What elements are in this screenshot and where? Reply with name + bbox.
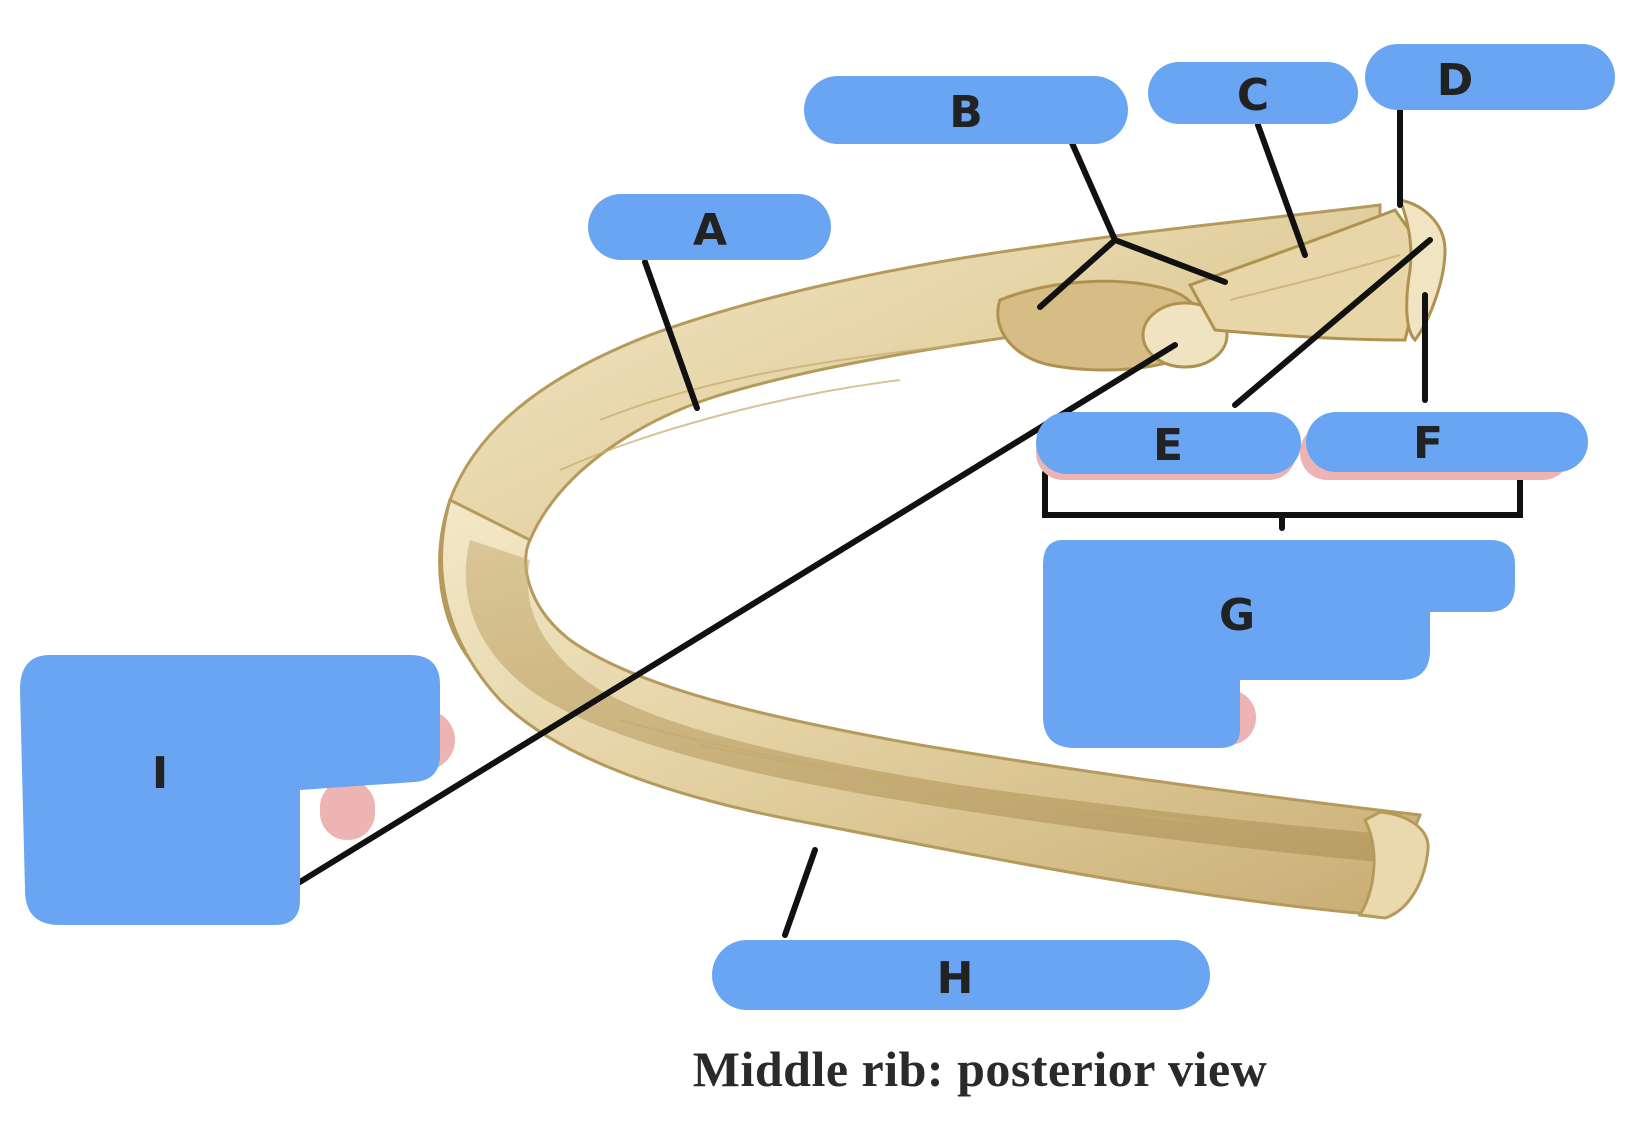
label-a: A xyxy=(693,205,727,256)
leader-line-e xyxy=(1232,237,1433,408)
bone-texture xyxy=(559,254,1401,823)
leader-line-b-right xyxy=(1112,237,1228,285)
label-i: I xyxy=(152,748,168,799)
sternal-end xyxy=(1357,810,1430,920)
label-blob-a xyxy=(588,194,831,260)
label-e: E xyxy=(1153,420,1183,471)
leader-lines xyxy=(292,107,1523,938)
label-blob-f xyxy=(1306,412,1588,472)
leader-line-h xyxy=(782,847,818,938)
leader-line-i xyxy=(292,342,1178,888)
label-blob-e xyxy=(1036,412,1301,474)
leader-line-c xyxy=(1255,122,1308,258)
label-blob-c xyxy=(1148,62,1358,124)
rib-head xyxy=(1397,197,1447,343)
label-f: F xyxy=(1413,418,1443,469)
label-blob-i xyxy=(20,655,440,925)
costal-groove-shading xyxy=(465,540,1395,862)
label-letters: A B C D E F G H I xyxy=(152,55,1473,1004)
label-blobs xyxy=(20,44,1615,1010)
label-b: B xyxy=(949,87,983,138)
label-blob-b xyxy=(804,76,1128,144)
leader-line-a xyxy=(642,259,700,411)
label-h: H xyxy=(937,953,974,1004)
label-c: C xyxy=(1237,70,1269,121)
label-d: D xyxy=(1437,55,1474,106)
label-blob-h xyxy=(712,940,1210,1010)
label-blob-d xyxy=(1365,44,1615,110)
leader-line-b-left xyxy=(1037,237,1118,310)
bracket-g xyxy=(1042,470,1523,531)
label-g: G xyxy=(1219,590,1255,641)
leader-line-b xyxy=(1069,140,1118,243)
label-blob-g xyxy=(1043,540,1515,748)
figure-caption: Middle rib: posterior view xyxy=(692,1041,1268,1097)
